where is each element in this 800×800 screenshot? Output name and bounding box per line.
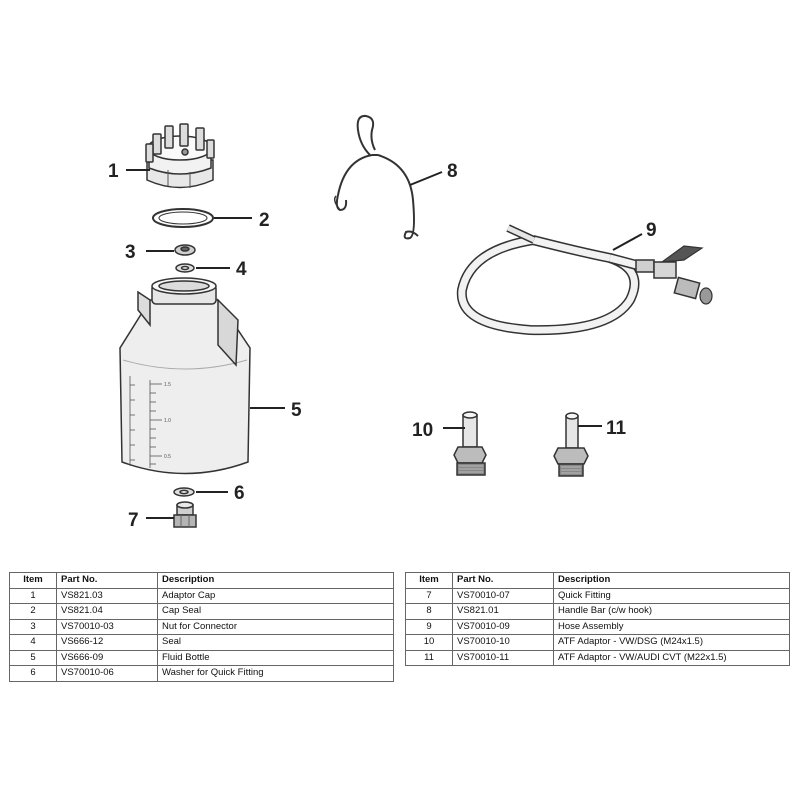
adaptor-cap-drawing (145, 123, 215, 189)
table-row: 9 VS70010-09 Hose Assembly (405, 618, 790, 635)
callout-11: 11 (606, 418, 627, 439)
table-row: 4 VS666-12 Seal (9, 634, 394, 651)
header-description: Description (157, 572, 394, 589)
callout-line-9 (612, 233, 643, 251)
parts-table-right: Item Part No. Description 7 VS70010-07 Q… (405, 572, 790, 666)
cell-part-no: VS70010-06 (56, 665, 158, 682)
cell-item: 1 (9, 587, 57, 604)
cell-part-no: VS821.04 (56, 603, 158, 620)
table-row: 2 VS821.04 Cap Seal (9, 603, 394, 620)
fluid-bottle-drawing: 1.5 1.0 0.5 (119, 277, 251, 475)
cell-part-no: VS821.03 (56, 587, 158, 604)
nut-drawing (174, 244, 196, 256)
cell-description: ATF Adaptor - VW/DSG (M24x1.5) (553, 634, 790, 651)
callout-8: 8 (447, 161, 458, 182)
table-row: 6 VS70010-06 Washer for Quick Fitting (9, 665, 394, 682)
cell-description: Seal (157, 634, 394, 651)
exploded-parts-diagram: 1 2 3 4 (108, 114, 713, 531)
cell-item: 11 (405, 649, 453, 666)
callout-line-8 (409, 171, 443, 186)
table-header-row: Item Part No. Description (405, 572, 790, 589)
header-part-no: Part No. (56, 572, 158, 589)
cell-item: 2 (9, 603, 57, 620)
washer-drawing (173, 487, 195, 497)
header-item: Item (9, 572, 57, 589)
callout-1: 1 (108, 161, 119, 182)
callout-6: 6 (234, 483, 245, 504)
cell-description: ATF Adaptor - VW/AUDI CVT (M22x1.5) (553, 649, 790, 666)
table-row: 5 VS666-09 Fluid Bottle (9, 649, 394, 666)
cell-item: 6 (9, 665, 57, 682)
seal-drawing (175, 263, 195, 273)
scale-label-1-5: 1.5 (164, 382, 171, 388)
cell-description: Handle Bar (c/w hook) (553, 603, 790, 620)
cell-part-no: VS70010-10 (452, 634, 554, 651)
cell-part-no: VS666-09 (56, 649, 158, 666)
cell-part-no: VS821.01 (452, 603, 554, 620)
cell-description: Quick Fitting (553, 587, 790, 604)
table-row: 7 VS70010-07 Quick Fitting (405, 587, 790, 604)
table-row: 11 VS70010-11 ATF Adaptor - VW/AUDI CVT … (405, 649, 790, 666)
cell-item: 3 (9, 618, 57, 635)
scale-label-1-0: 1.0 (164, 418, 171, 424)
cell-item: 4 (9, 634, 57, 651)
table-row: 10 VS70010-10 ATF Adaptor - VW/DSG (M24x… (405, 634, 790, 651)
cell-description: Cap Seal (157, 603, 394, 620)
parts-table-left: Item Part No. Description 1 VS821.03 Ada… (9, 572, 394, 682)
callout-7: 7 (128, 510, 139, 531)
cap-seal-drawing (152, 208, 214, 228)
cell-description: Nut for Connector (157, 618, 394, 635)
header-item: Item (405, 572, 453, 589)
cell-part-no: VS70010-07 (452, 587, 554, 604)
cell-part-no: VS70010-03 (56, 618, 158, 635)
cell-item: 8 (405, 603, 453, 620)
cell-item: 5 (9, 649, 57, 666)
cell-part-no: VS70010-09 (452, 618, 554, 635)
callout-9: 9 (646, 220, 657, 241)
callout-5: 5 (291, 400, 302, 421)
atf-adaptor-10-drawing (453, 411, 487, 476)
atf-adaptor-11-drawing (553, 412, 589, 477)
handle-bar-drawing (333, 114, 419, 240)
hose-assembly-drawing (456, 224, 713, 336)
cell-part-no: VS666-12 (56, 634, 158, 651)
quick-fitting-drawing (173, 501, 197, 528)
scale-label-0-5: 0.5 (164, 454, 171, 460)
table-row: 3 VS70010-03 Nut for Connector (9, 618, 394, 635)
cell-description: Fluid Bottle (157, 649, 394, 666)
callout-10: 10 (412, 420, 433, 441)
cell-item: 9 (405, 618, 453, 635)
header-description: Description (553, 572, 790, 589)
cell-description: Hose Assembly (553, 618, 790, 635)
cell-item: 7 (405, 587, 453, 604)
cell-description: Adaptor Cap (157, 587, 394, 604)
table-row: 8 VS821.01 Handle Bar (c/w hook) (405, 603, 790, 620)
callout-2: 2 (259, 210, 270, 231)
cell-description: Washer for Quick Fitting (157, 665, 394, 682)
cell-part-no: VS70010-11 (452, 649, 554, 666)
callout-4: 4 (236, 259, 247, 280)
header-part-no: Part No. (452, 572, 554, 589)
table-row: 1 VS821.03 Adaptor Cap (9, 587, 394, 604)
bottle-scale (129, 376, 162, 468)
table-header-row: Item Part No. Description (9, 572, 394, 589)
callout-3: 3 (125, 242, 136, 263)
cell-item: 10 (405, 634, 453, 651)
